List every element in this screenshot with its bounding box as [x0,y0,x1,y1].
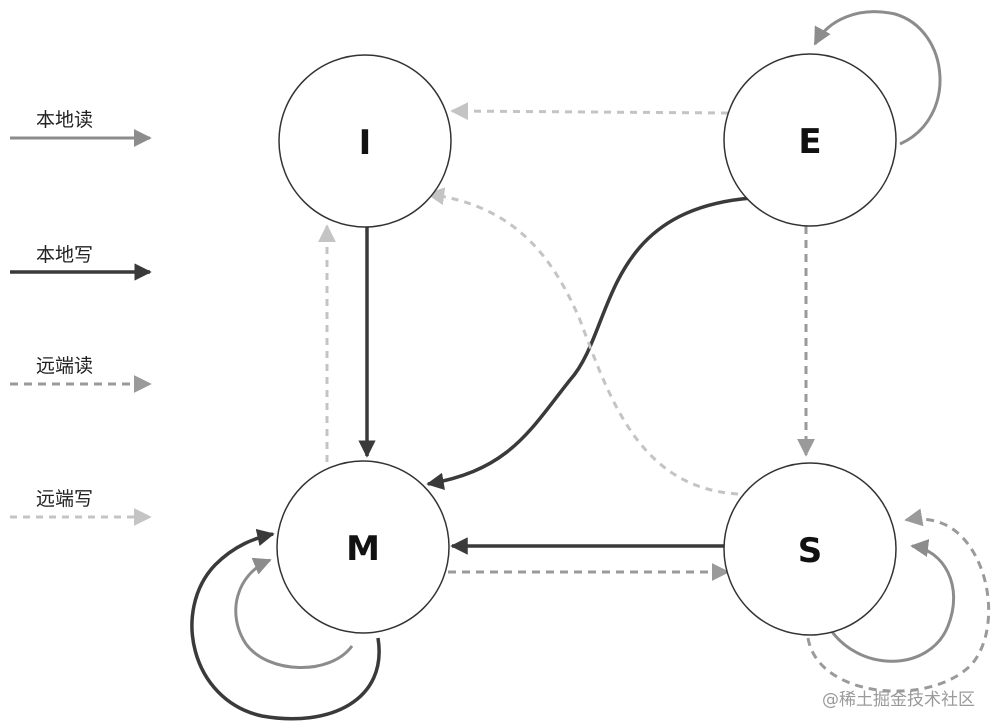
legend-item-local-write: 本地写 [10,244,152,281]
state-label: E [798,122,821,162]
legend-label: 本地读 [36,109,93,131]
watermark: @稀土掘金技术社区 [822,690,975,710]
edge-m-self-write [190,528,381,721]
edges [190,10,991,721]
state-label: M [346,529,380,569]
edge-s-self-remote [806,508,991,693]
state-label: S [798,531,823,571]
edge-e-self [813,10,942,146]
node-m: M [276,460,450,634]
legend-item-remote-write: 远端写 [10,488,152,526]
state-circle [723,53,897,227]
legend-label: 远端读 [36,355,93,377]
state-label: I [359,123,372,163]
legend-label: 远端写 [36,488,93,510]
node-s: S [723,462,897,636]
legend-item-local-read: 本地读 [10,109,152,147]
edge-m-self-read [234,557,354,669]
edge-e-to-m [426,196,753,490]
state-circle [276,460,450,634]
node-i: I [278,54,452,228]
edge-s-to-i [426,187,739,496]
state-circle [723,462,897,636]
edge-e-to-i [450,102,729,121]
legend: 本地读 本地写 远端读 远端写 [10,109,152,526]
legend-item-remote-read: 远端读 [10,355,152,393]
state-circle [278,54,452,228]
node-e: E [723,53,897,227]
legend-label: 本地写 [36,244,93,266]
edge-s-self-read [826,539,956,663]
